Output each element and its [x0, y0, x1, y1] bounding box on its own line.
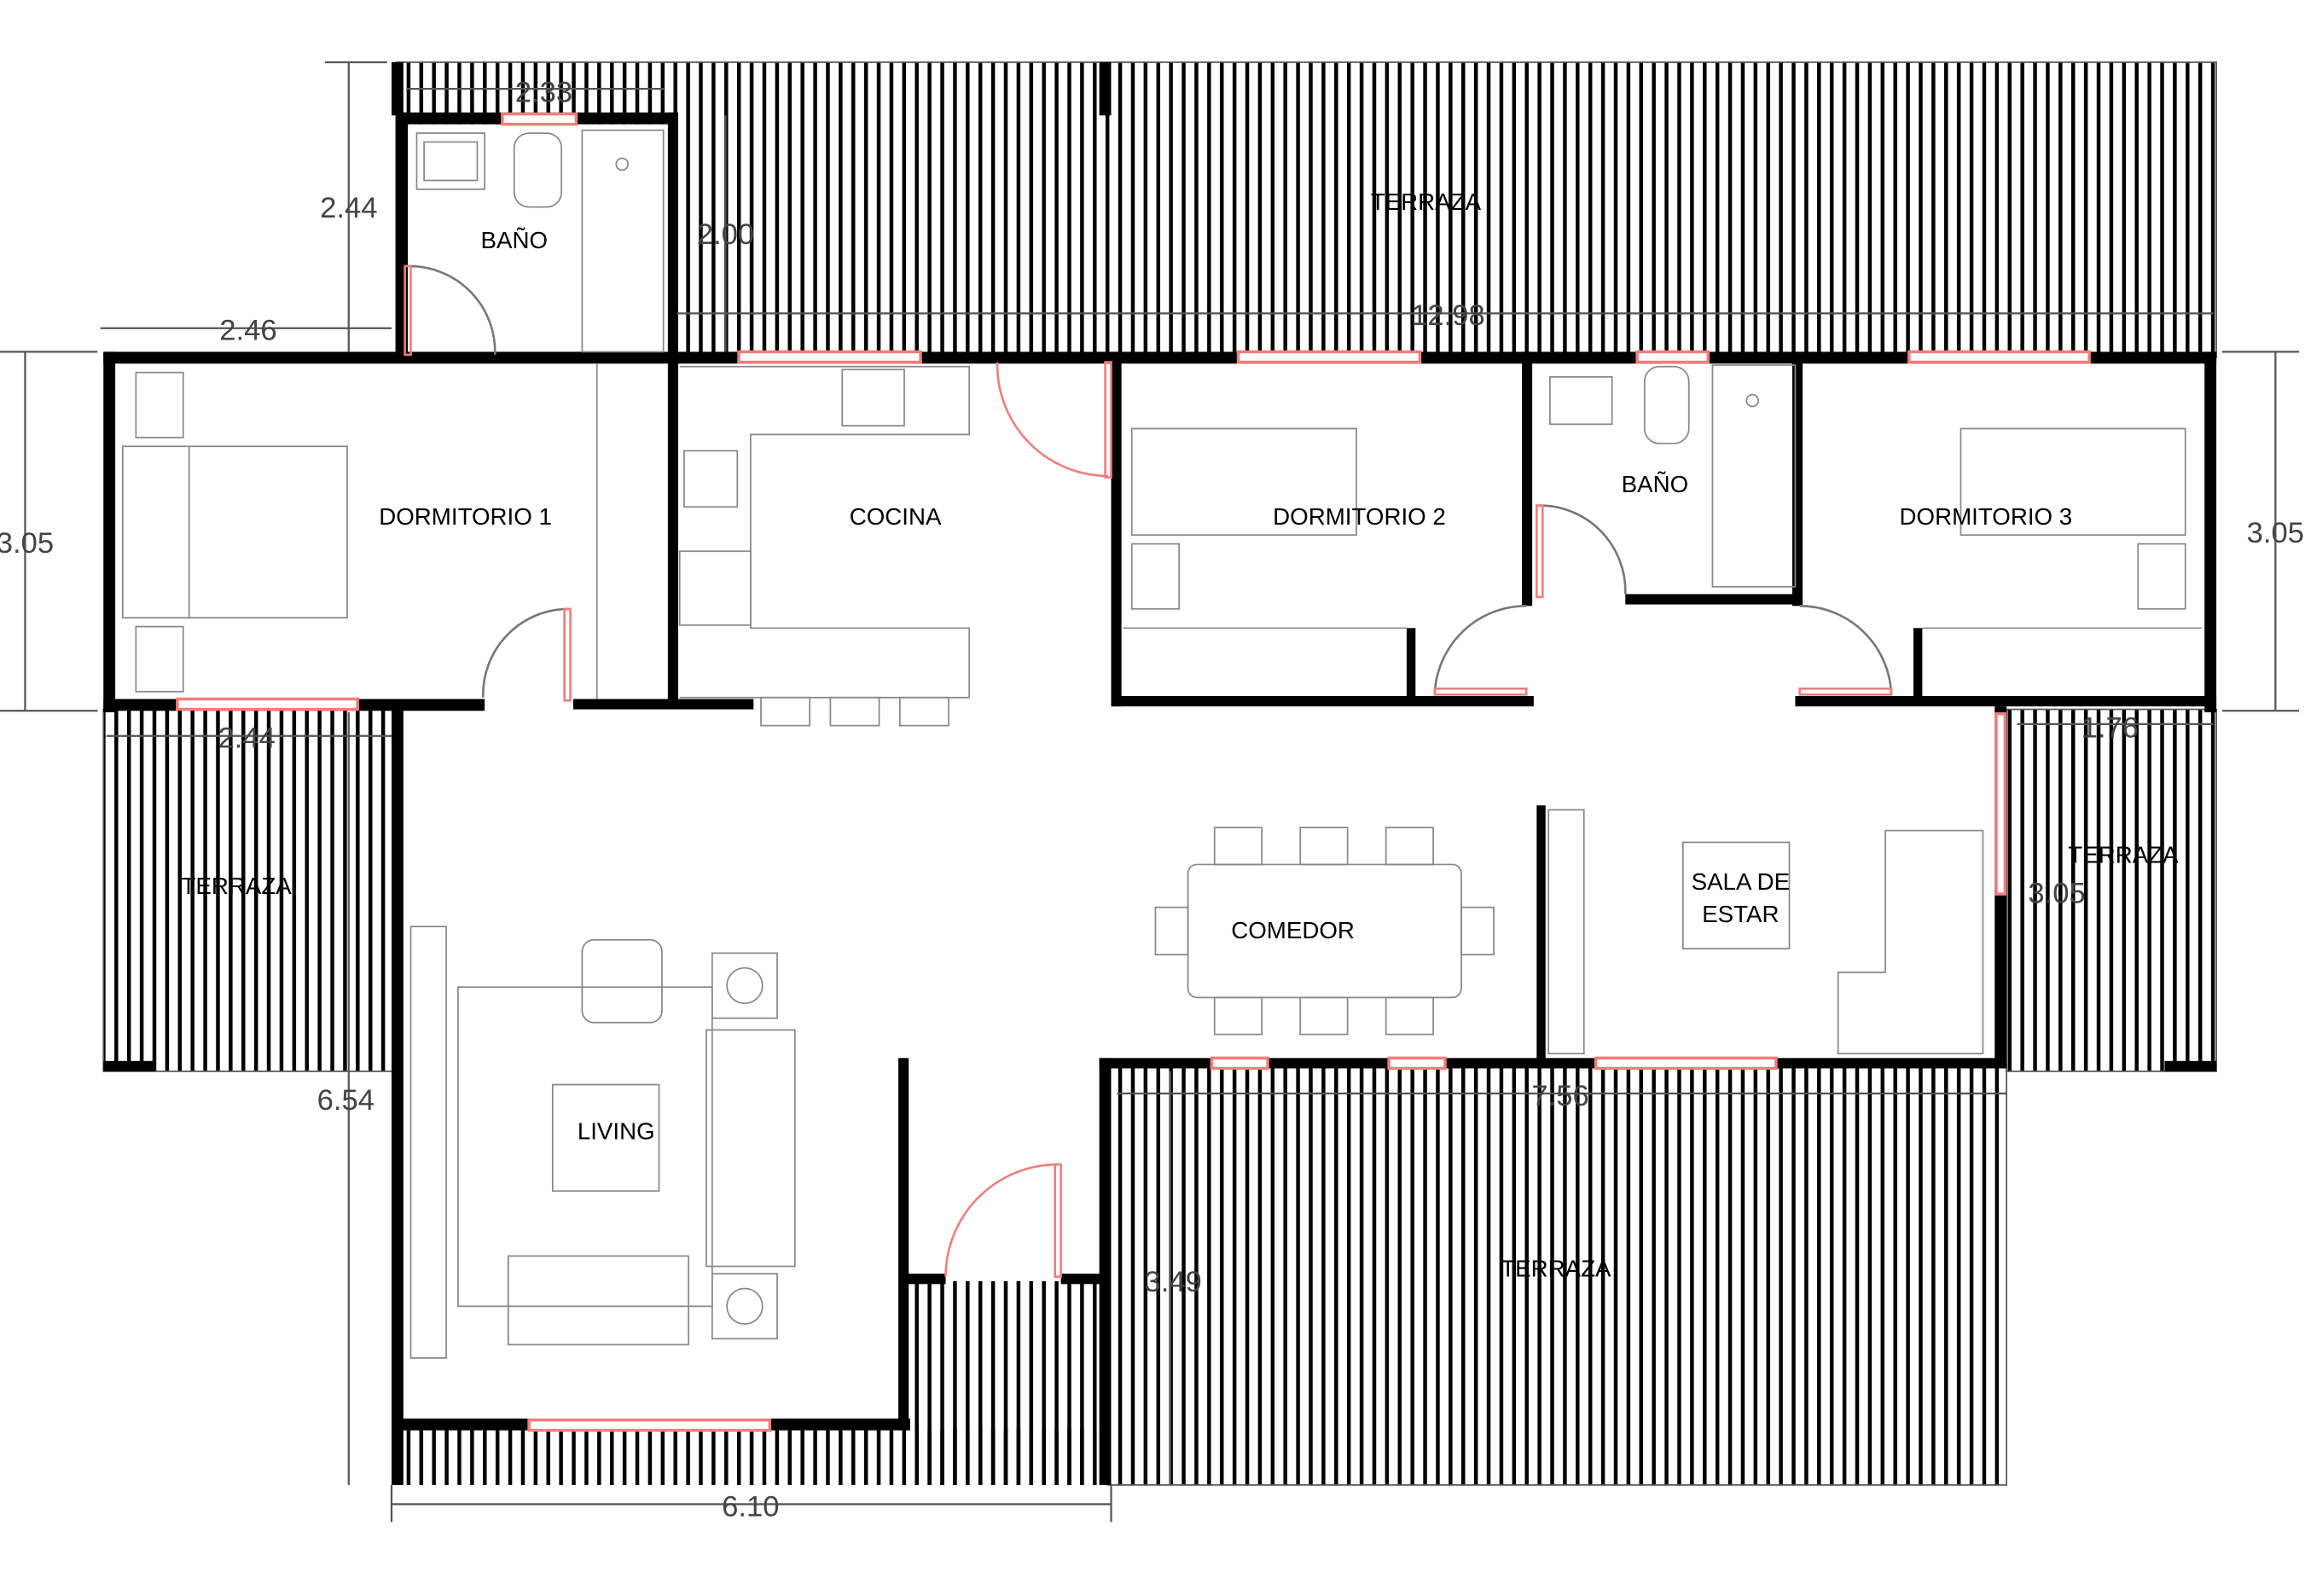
kitchen-sink-icon: [683, 450, 739, 508]
furniture: [121, 129, 2202, 1359]
dim-right-terrace-height: 3.05: [2028, 877, 2085, 909]
bath1-sink-icon: [415, 132, 485, 190]
sofa-icon: [705, 1029, 796, 1268]
terrace-bottom: [1107, 1065, 2007, 1486]
room-labels: BAÑO DORMITORIO 1 COCINA DORMITORIO 2 BA…: [181, 189, 2179, 1282]
doors: [404, 264, 1893, 1278]
dim-living-height: 6.54: [317, 1084, 374, 1117]
room-label-dormitorio-2: DORMITORIO 2: [1273, 503, 1446, 530]
terrace-living: [396, 1429, 1109, 1485]
dim-bano-width: 2.33: [515, 77, 572, 109]
sofa-icon: [507, 1255, 690, 1346]
room-label-terraza-top: TERRAZA: [1371, 189, 1482, 215]
l-sofa-icon: [1837, 829, 1984, 1055]
bath1-toilet-icon: [513, 132, 563, 208]
dimension-lines: [0, 61, 2300, 1523]
room-label-comedor: COMEDOR: [1231, 917, 1355, 943]
room-label-sala-1: SALA DE: [1692, 868, 1791, 895]
dim-terrace-depth: 2.00: [697, 218, 754, 251]
terrace-right: [2006, 708, 2217, 1072]
room-label-terraza-bottom: TERRAZA: [1501, 1256, 1611, 1282]
terraces: [102, 61, 2217, 1486]
dim-bottom-terrace-width: 7.56: [1531, 1080, 1588, 1112]
stove-icon: [841, 369, 905, 427]
dim-right-height: 3.05: [2247, 517, 2304, 549]
bath1-tub-icon: [581, 129, 665, 353]
bed-2-icon: [1130, 427, 1357, 537]
room-label-dormitorio-1: DORMITORIO 1: [379, 503, 552, 530]
dimension-labels: 2.33 2.44 2.00 2.46 12.98 3.05 3.05 2.44…: [0, 77, 2304, 1523]
dim-left-terrace-width: 2.44: [218, 723, 276, 755]
terrace-left: [102, 708, 398, 1072]
room-label-sala-2: ESTAR: [1702, 901, 1779, 927]
armchair-icon: [581, 938, 663, 1024]
room-label-dormitorio-3: DORMITORIO 3: [1900, 503, 2073, 530]
living-table-icon: [551, 1083, 660, 1193]
room-label-bano-1: BAÑO: [480, 227, 548, 253]
room-label-bano-2: BAÑO: [1622, 471, 1689, 497]
room-label-living: LIVING: [578, 1118, 655, 1145]
room-label-terraza-right: TERRAZA: [2068, 842, 2179, 868]
coffee-table-icon: [1681, 841, 1791, 950]
room-label-terraza-left: TERRAZA: [181, 873, 292, 899]
bed-3-icon: [1960, 427, 2186, 537]
windows: [176, 112, 2091, 1432]
dim-total-width: 12.98: [1411, 299, 1485, 332]
dim-right-terrace-width: 1.76: [2081, 711, 2139, 744]
rug: [457, 986, 713, 1308]
dim-left-height: 3.05: [0, 527, 54, 560]
double-bed-icon: [121, 445, 348, 619]
dim-left-offset: 2.46: [219, 315, 276, 347]
terrace-top: [395, 61, 2217, 359]
room-label-cocina: COCINA: [850, 503, 942, 530]
dim-bottom-terrace-height: 3.49: [1145, 1266, 1202, 1298]
dim-bano-height: 2.44: [320, 192, 377, 224]
dim-living-width: 6.10: [722, 1490, 779, 1523]
